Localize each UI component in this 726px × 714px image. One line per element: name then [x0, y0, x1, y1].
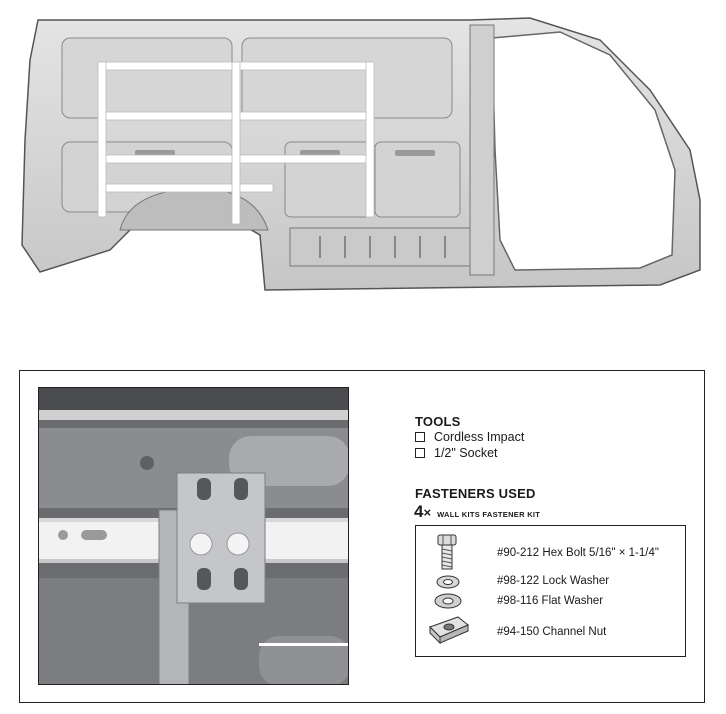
- checkbox-icon: [415, 448, 425, 458]
- fastener-item-label: #98-122 Lock Washer: [497, 575, 610, 587]
- tool-item: 1/2" Socket: [415, 446, 498, 460]
- quantity-number: 4: [414, 502, 424, 521]
- kit-name: WALL KITS FASTENER KIT: [437, 510, 541, 519]
- multiplier-sign: ×: [423, 505, 432, 520]
- van-interior-illustration: [21, 17, 701, 291]
- fastener-quantity: 4 × WALL KITS FASTENER KIT: [414, 502, 540, 522]
- fasteners-heading: FASTENERS USED: [415, 486, 536, 501]
- fastener-item-label: #90-212 Hex Bolt 5/16" × 1-1/4": [497, 547, 659, 559]
- fastener-item-label: #98-116 Flat Washer: [497, 595, 604, 607]
- tool-label: 1/2" Socket: [434, 446, 498, 460]
- bracket-detail-illustration: [38, 387, 349, 685]
- lock-washer-icon: [436, 575, 460, 589]
- tool-item: Cordless Impact: [415, 430, 524, 444]
- tools-heading: TOOLS: [415, 414, 461, 429]
- flat-washer-icon: [434, 593, 462, 609]
- fastener-list-box: [415, 525, 686, 657]
- instruction-panel: [19, 370, 705, 703]
- channel-nut-icon: [429, 616, 469, 645]
- tool-label: Cordless Impact: [434, 430, 525, 444]
- checkbox-icon: [415, 432, 425, 442]
- hex-bolt-icon: [437, 534, 457, 570]
- fastener-item-label: #94-150 Channel Nut: [497, 626, 607, 638]
